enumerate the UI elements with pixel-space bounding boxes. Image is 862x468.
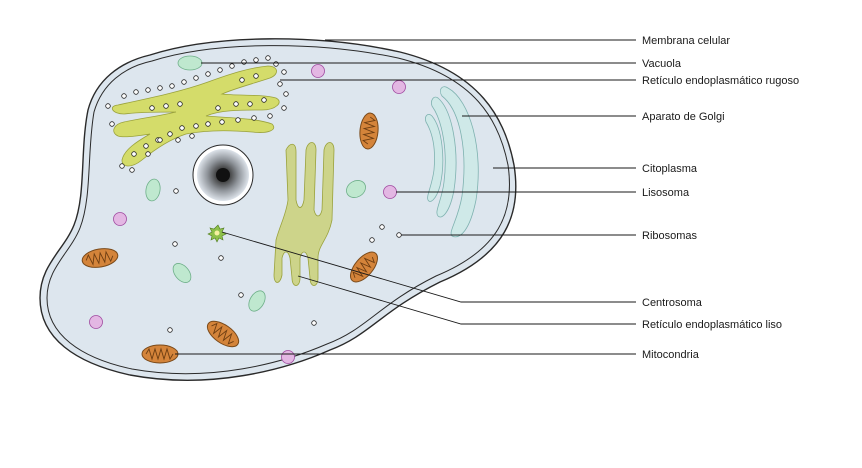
free-ribosomes [167,188,402,333]
vacuoles [145,55,366,312]
label-centrosoma: Centrosoma [642,297,703,309]
label-vacuola: Vacuola [642,58,682,70]
label-ribosomas: Ribosomas [642,230,698,242]
label-reticulo-rugoso: Retículo endoplasmático rugoso [642,75,799,87]
cell-membrane-inner [46,45,511,375]
nucleus [192,144,254,206]
leader-lines [175,39,636,355]
label-reticulo-liso: Retículo endoplasmático liso [642,319,782,331]
centrosome [207,224,227,243]
smooth-endoplasmic-reticulum [273,142,335,286]
rough-endoplasmic-reticulum [105,55,289,173]
label-aparato-golgi: Aparato de Golgi [642,111,725,123]
label-lisosoma: Lisosoma [642,187,690,199]
labels: Membrana celular Vacuola Retículo endopl… [642,35,799,361]
label-membrana-celular: Membrana celular [642,35,730,47]
label-citoplasma: Citoplasma [642,163,698,175]
label-mitocondria: Mitocondria [642,349,700,361]
golgi-apparatus [425,86,479,238]
